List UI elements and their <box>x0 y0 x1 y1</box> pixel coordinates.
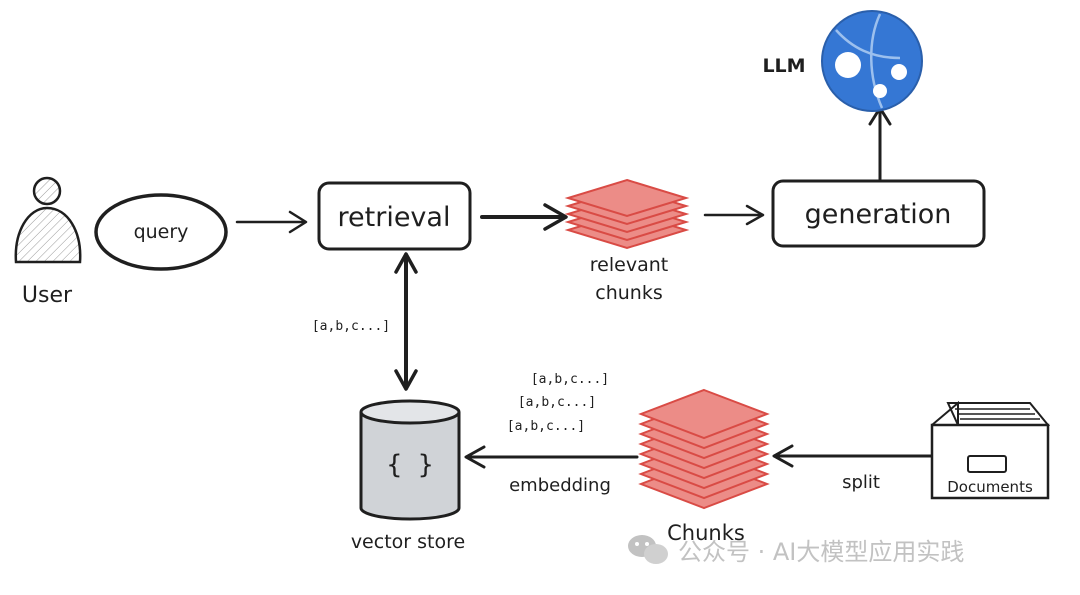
relevant-chunks-label-line1: relevant <box>590 254 668 276</box>
documents-label: Documents <box>947 478 1033 496</box>
user-icon <box>14 176 82 264</box>
query-label: query <box>134 221 189 243</box>
arrow-chunks-to-generation <box>703 204 765 226</box>
arrow-query-to-retrieval <box>235 210 308 234</box>
retrieval-label: retrieval <box>338 202 451 233</box>
arrow-retrieval-vector-store <box>394 252 418 391</box>
arrow-retrieval-to-chunks <box>480 203 568 231</box>
chunks-stack <box>638 388 770 510</box>
arrow-generation-to-llm <box>868 106 892 181</box>
vector-label-3: [a,b,c...] <box>507 419 585 434</box>
relevant-chunks-stack <box>564 178 690 250</box>
vector-label-2: [a,b,c...] <box>518 395 596 410</box>
retrieval-node <box>317 181 472 251</box>
generation-node <box>771 179 986 248</box>
wechat-logo-icon <box>628 535 668 564</box>
user-label: User <box>22 283 73 308</box>
vector-label-1: [a,b,c...] <box>531 372 609 387</box>
vector-store-label: vector store <box>351 531 465 553</box>
documents-drawer-icon <box>930 400 1051 500</box>
generation-label: generation <box>805 199 952 230</box>
chunks-label: Chunks <box>667 521 745 545</box>
query-node <box>94 193 228 271</box>
retrieval-vector-label: [a,b,c...] <box>312 319 390 334</box>
llm-globe-icon <box>821 10 923 112</box>
arrow-documents-to-chunks <box>772 444 947 468</box>
embedding-label: embedding <box>509 475 611 496</box>
split-label: split <box>842 472 880 493</box>
vector-store-symbol: { } <box>387 450 434 480</box>
llm-label: LLM <box>762 55 805 77</box>
watermark-text: 公众号 · AI大模型应用实践 <box>678 538 964 566</box>
relevant-chunks-label-line2: chunks <box>595 282 662 304</box>
arrow-chunks-to-vector-store <box>464 445 639 469</box>
vector-store-cylinder <box>359 399 461 521</box>
